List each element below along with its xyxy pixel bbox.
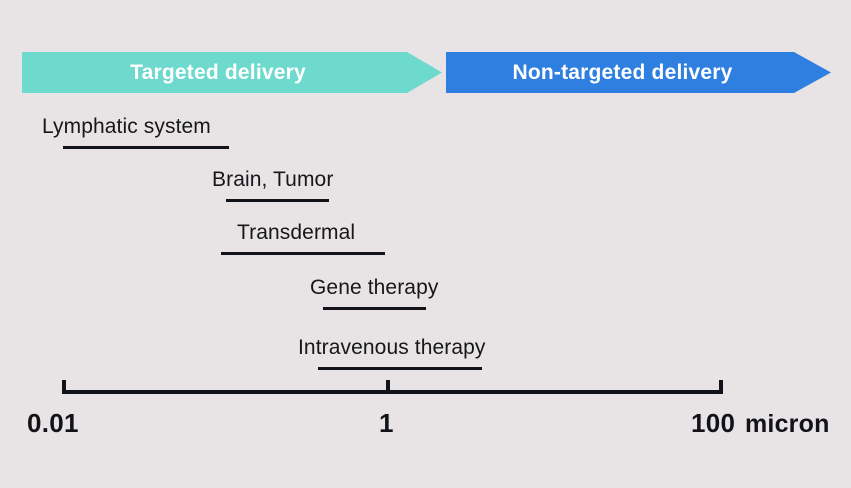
range-bar-brain-tumor <box>226 199 329 202</box>
axis-tick-100 <box>719 380 723 391</box>
range-bar-intravenous-therapy <box>318 367 482 370</box>
axis-line <box>62 390 723 394</box>
banner-targeted-delivery-label: Targeted delivery <box>130 60 306 84</box>
category-label-lymphatic-system: Lymphatic system <box>42 115 211 138</box>
category-label-intravenous-therapy: Intravenous therapy <box>298 336 486 359</box>
axis-unit-label: micron <box>745 410 830 438</box>
axis-tick-1 <box>386 380 390 391</box>
range-bar-lymphatic-system <box>63 146 229 149</box>
category-label-transdermal: Transdermal <box>237 221 356 244</box>
banner-non-targeted-delivery: Non-targeted delivery <box>446 52 831 93</box>
axis-tick-label-1: 1 <box>379 408 394 438</box>
range-bar-transdermal <box>221 252 385 255</box>
banner-targeted-delivery: Targeted delivery <box>22 52 442 93</box>
axis-tick-label-100: 100 <box>691 408 736 438</box>
banner-non-targeted-delivery-label: Non-targeted delivery <box>512 60 733 84</box>
category-label-gene-therapy: Gene therapy <box>310 276 439 299</box>
range-bar-gene-therapy <box>323 307 426 310</box>
axis-tick-0-01 <box>62 380 66 391</box>
axis-tick-label-0-01: 0.01 <box>27 408 79 438</box>
category-label-brain-tumor: Brain, Tumor <box>212 168 334 191</box>
